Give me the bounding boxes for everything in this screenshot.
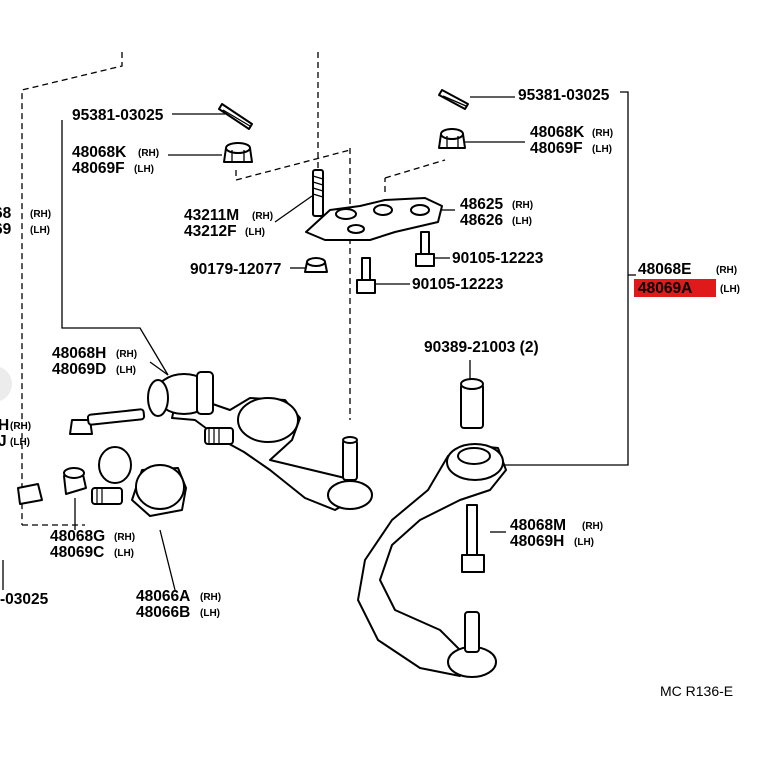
label-rh: (RH) <box>30 209 51 220</box>
label-lh: (LH) <box>574 537 594 548</box>
label-48069d: 48069D <box>52 361 106 378</box>
label-48069f-left: 48069F <box>72 160 125 177</box>
label-95381-right: 95381-03025 <box>518 87 610 104</box>
stud-bolt <box>312 169 324 217</box>
bushing-sleeve <box>460 378 484 429</box>
label-48069h-right: 48069H <box>510 533 564 550</box>
label-rh: (RH) <box>200 592 221 603</box>
label-48068g: 48068G <box>50 528 105 545</box>
label-48066a: 48066A <box>136 588 190 605</box>
label-90389: 90389-21003 (2) <box>424 339 539 356</box>
hex-nut-small <box>304 257 328 273</box>
bolt-90105-b <box>356 257 376 294</box>
label-48069c: 48069C <box>50 544 104 561</box>
label-rh: (RH) <box>592 128 613 139</box>
label-48068h: 48068H <box>52 345 106 362</box>
castle-nut-left <box>223 142 253 163</box>
long-bolt <box>69 408 146 435</box>
label-90105-a: 90105-12223 <box>452 250 544 267</box>
bolt-90105-a <box>415 231 435 267</box>
label-48069f-right: 48069F <box>530 140 583 157</box>
leader-lines <box>2 52 636 591</box>
label-90105-b: 90105-12223 <box>412 276 504 293</box>
part-labels: 95381-03025 48068K (RH) 48069F (LH) 4321… <box>0 87 740 699</box>
diagram-code: MC R136-E <box>660 683 733 699</box>
castle-nut-right <box>438 128 466 149</box>
label-48069a: 48069A <box>638 280 692 297</box>
scroll-handle[interactable] <box>0 366 12 402</box>
label-48066b: 48066B <box>136 604 190 621</box>
label-48068e: 48068E <box>638 261 691 278</box>
label-90179: 90179-12077 <box>190 261 281 278</box>
bushing-48066 <box>91 446 187 517</box>
label-lh: (LH) <box>134 164 154 175</box>
label-edge-69: 69 <box>0 221 12 238</box>
label-lh: (LH) <box>116 365 136 376</box>
lower-control-arm <box>357 443 507 678</box>
label-95381-left: 95381-03025 <box>72 107 164 124</box>
label-lh: (LH) <box>30 225 50 236</box>
label-lh: (LH) <box>114 548 134 559</box>
label-48068k-right: 48068K <box>530 124 585 141</box>
label-edge-j: J <box>0 433 7 450</box>
label-rh: (RH) <box>138 148 159 159</box>
label-48625: 48625 <box>460 196 503 213</box>
label-48068k-left: 48068K <box>72 144 127 161</box>
label-43212f: 43212F <box>184 223 237 240</box>
label-lh: (LH) <box>720 284 740 295</box>
castle-nut-edge <box>17 483 43 505</box>
cam-bolt <box>63 467 87 495</box>
cotter-pin-left <box>218 103 253 130</box>
label-edge-68: 68 <box>0 205 12 222</box>
label-lh: (LH) <box>592 144 612 155</box>
label-rh: (RH) <box>716 265 737 276</box>
label-rh: (RH) <box>116 349 137 360</box>
upper-control-arm <box>147 371 373 511</box>
label-48068m: 48068M <box>510 517 566 534</box>
label-edge-03025: -03025 <box>0 591 49 608</box>
label-lh: (LH) <box>245 227 265 238</box>
label-edge-h: H <box>0 417 9 434</box>
label-rh: (RH) <box>512 200 533 211</box>
label-lh: (LH) <box>10 437 30 448</box>
label-lh: (LH) <box>200 608 220 619</box>
label-rh: (RH) <box>252 211 273 222</box>
label-rh: (RH) <box>114 532 135 543</box>
label-rh: (RH) <box>582 521 603 532</box>
label-48626: 48626 <box>460 212 503 229</box>
label-43211m: 43211M <box>184 207 239 224</box>
cotter-pin-right <box>438 89 469 110</box>
mounting-plate <box>305 197 443 241</box>
highlight-box <box>634 279 716 297</box>
label-rh: (RH) <box>10 421 31 432</box>
label-lh: (LH) <box>512 216 532 227</box>
